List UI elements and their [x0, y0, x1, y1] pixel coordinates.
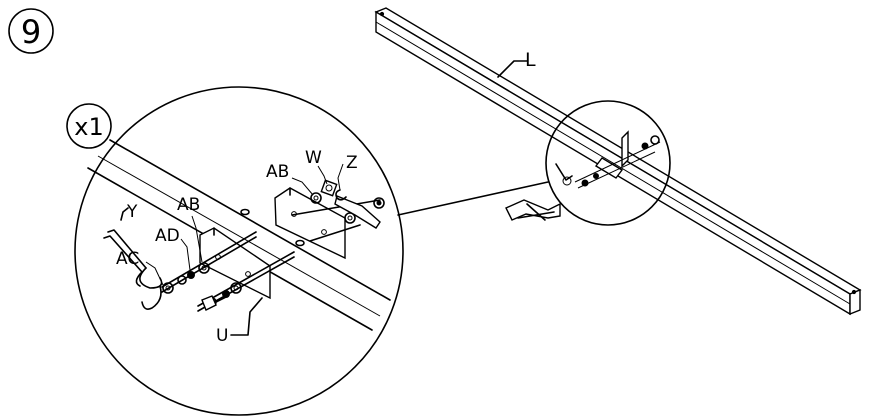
label-Y: Y [126, 202, 138, 222]
part-label-AB-left: AB [177, 195, 203, 263]
label-AD: AD [155, 226, 180, 246]
label-Z: Z [346, 153, 358, 173]
quantity-badge: x1 [66, 103, 112, 149]
part-label-Y: Y [120, 202, 138, 222]
part-label-AC: AC [116, 249, 164, 286]
label-W: W [305, 148, 322, 168]
label-U: U [216, 326, 228, 346]
part-label-Z: Z [337, 153, 358, 191]
label-AB-left: AB [177, 195, 200, 215]
beam-L [374, 7, 862, 316]
label-AB-right: AB [266, 162, 289, 182]
beam-label-L: L [497, 49, 536, 78]
part-label-W: W [305, 148, 328, 185]
label-AC: AC [116, 249, 139, 269]
detail-callout-small [545, 100, 671, 226]
step-number-badge: 9 [8, 8, 54, 54]
step-number: 9 [21, 13, 41, 51]
part-label-U: U [216, 297, 263, 346]
part-label-AD: AD [155, 226, 191, 271]
quantity-text: x1 [74, 113, 103, 141]
callout-leader [397, 181, 549, 216]
wrench-icon [505, 199, 561, 221]
beam-label: L [525, 49, 536, 71]
part-label-AB-right: AB [266, 162, 314, 196]
detail-callout-large [74, 86, 404, 416]
